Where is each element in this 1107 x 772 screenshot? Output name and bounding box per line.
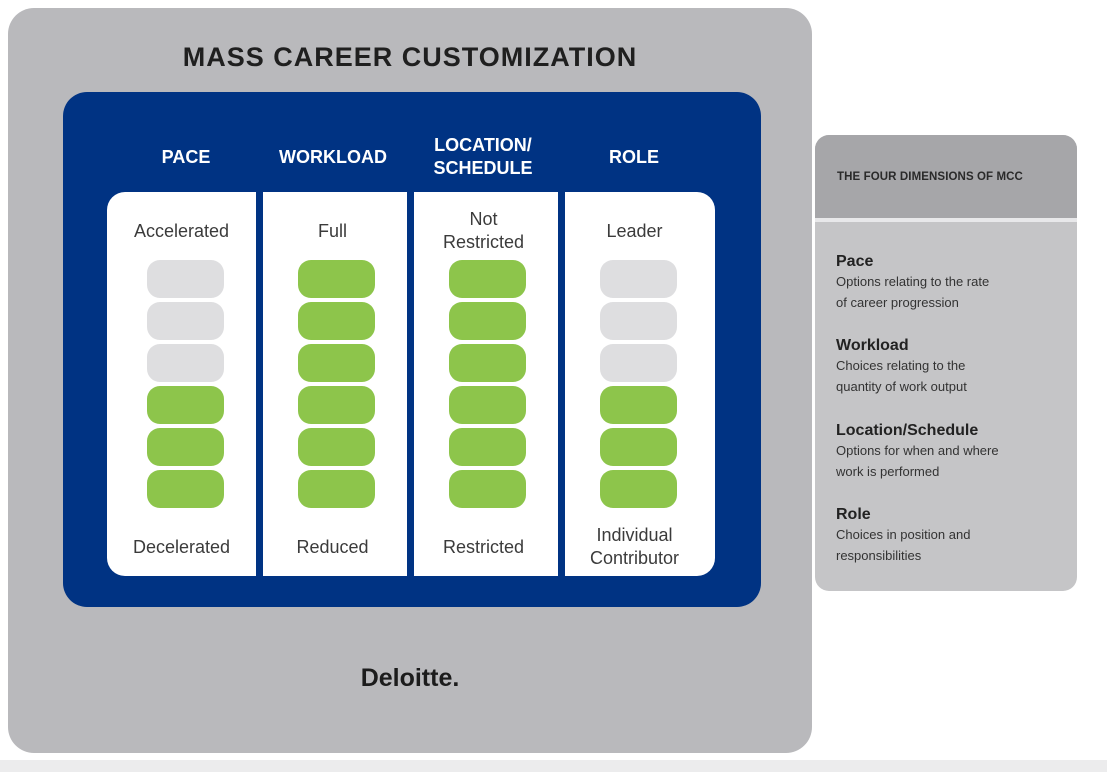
level-bar-active <box>298 470 375 508</box>
legend-divider <box>815 218 1077 222</box>
level-bar-active <box>147 428 224 466</box>
dimension-location-schedule: Location/Schedule Options for when and w… <box>836 421 1061 482</box>
column-header-workload: WORKLOAD <box>279 146 387 167</box>
column-divider <box>256 192 263 576</box>
level-bar-active <box>298 386 375 424</box>
column-bottom-label: Decelerated <box>132 536 231 557</box>
level-bar-active <box>600 470 677 508</box>
level-stack <box>147 260 224 512</box>
dimension-name: Location/Schedule <box>836 422 979 439</box>
column-pace: Accelerated Decelerated <box>109 192 254 576</box>
level-bar-active <box>449 470 526 508</box>
column-bottom-label: Reduced <box>296 536 369 557</box>
level-stack <box>600 260 677 512</box>
dimension-description: Choices relating to the quantity of work… <box>836 358 967 394</box>
level-bar-inactive <box>147 302 224 340</box>
dimension-description: Options for when and where work is perfo… <box>836 443 999 479</box>
level-bar-active <box>449 428 526 466</box>
dimension-role: Role Choices in position and responsibil… <box>836 505 1061 566</box>
column-location-schedule: Not Restricted Restricted <box>411 192 556 576</box>
legend-title: THE FOUR DIMENSIONS OF MCC <box>837 170 1023 183</box>
dimension-description: Choices in position and responsibilities <box>836 527 971 563</box>
column-header-pace: PACE <box>161 146 211 167</box>
diagram-title: MASS CAREER CUSTOMIZATION <box>182 42 638 72</box>
level-stack <box>298 260 375 512</box>
dimension-name: Workload <box>836 337 909 354</box>
level-bar-active <box>449 260 526 298</box>
legend-header: THE FOUR DIMENSIONS OF MCC <box>815 135 1077 218</box>
level-stack <box>449 260 526 512</box>
column-header-role: ROLE <box>608 146 659 167</box>
level-bar-active <box>449 344 526 382</box>
dimensions-legend-panel: THE FOUR DIMENSIONS OF MCC Pace Options … <box>815 135 1077 591</box>
level-bar-active <box>298 302 375 340</box>
dimension-name: Pace <box>836 253 874 270</box>
levels-area: Accelerated Decelerated Full Reduced Not… <box>107 192 715 576</box>
column-workload: Full Reduced <box>260 192 405 576</box>
level-bar-inactive <box>147 260 224 298</box>
level-bar-inactive <box>600 302 677 340</box>
deloitte-logo: Deloitte. <box>360 664 460 692</box>
mcc-diagram-panel: MASS CAREER CUSTOMIZATION PACE WORKLOAD … <box>8 8 812 753</box>
level-bar-inactive <box>600 260 677 298</box>
level-bar-inactive <box>600 344 677 382</box>
column-top-label: Full <box>317 220 347 241</box>
column-role: Leader Individual Contributor <box>562 192 707 576</box>
column-bottom-label: Individual Contributor <box>589 525 680 568</box>
level-bar-active <box>449 386 526 424</box>
column-top-label: Leader <box>606 220 663 241</box>
column-header-location-schedule: LOCATION/ SCHEDULE <box>433 135 533 178</box>
column-bottom-label: Restricted <box>442 536 525 557</box>
column-divider <box>407 192 414 576</box>
column-top-label: Accelerated <box>133 220 230 241</box>
level-bar-active <box>600 428 677 466</box>
column-divider <box>558 192 565 576</box>
level-bar-active <box>600 386 677 424</box>
level-bar-active <box>449 302 526 340</box>
level-bar-active <box>298 344 375 382</box>
level-bar-active <box>147 386 224 424</box>
dimensions-board: PACE WORKLOAD LOCATION/ SCHEDULE ROLE Ac… <box>63 92 761 607</box>
level-bar-active <box>298 428 375 466</box>
level-bar-inactive <box>147 344 224 382</box>
dimension-name: Role <box>836 506 871 523</box>
dimension-workload: Workload Choices relating to the quantit… <box>836 336 1061 397</box>
column-top-label: Not Restricted <box>442 209 525 252</box>
bottom-strip <box>0 760 1107 772</box>
level-bar-active <box>298 260 375 298</box>
level-bar-active <box>147 470 224 508</box>
dimension-pace: Pace Options relating to the rate of car… <box>836 252 1061 313</box>
dimension-description: Options relating to the rate of career p… <box>836 274 990 310</box>
